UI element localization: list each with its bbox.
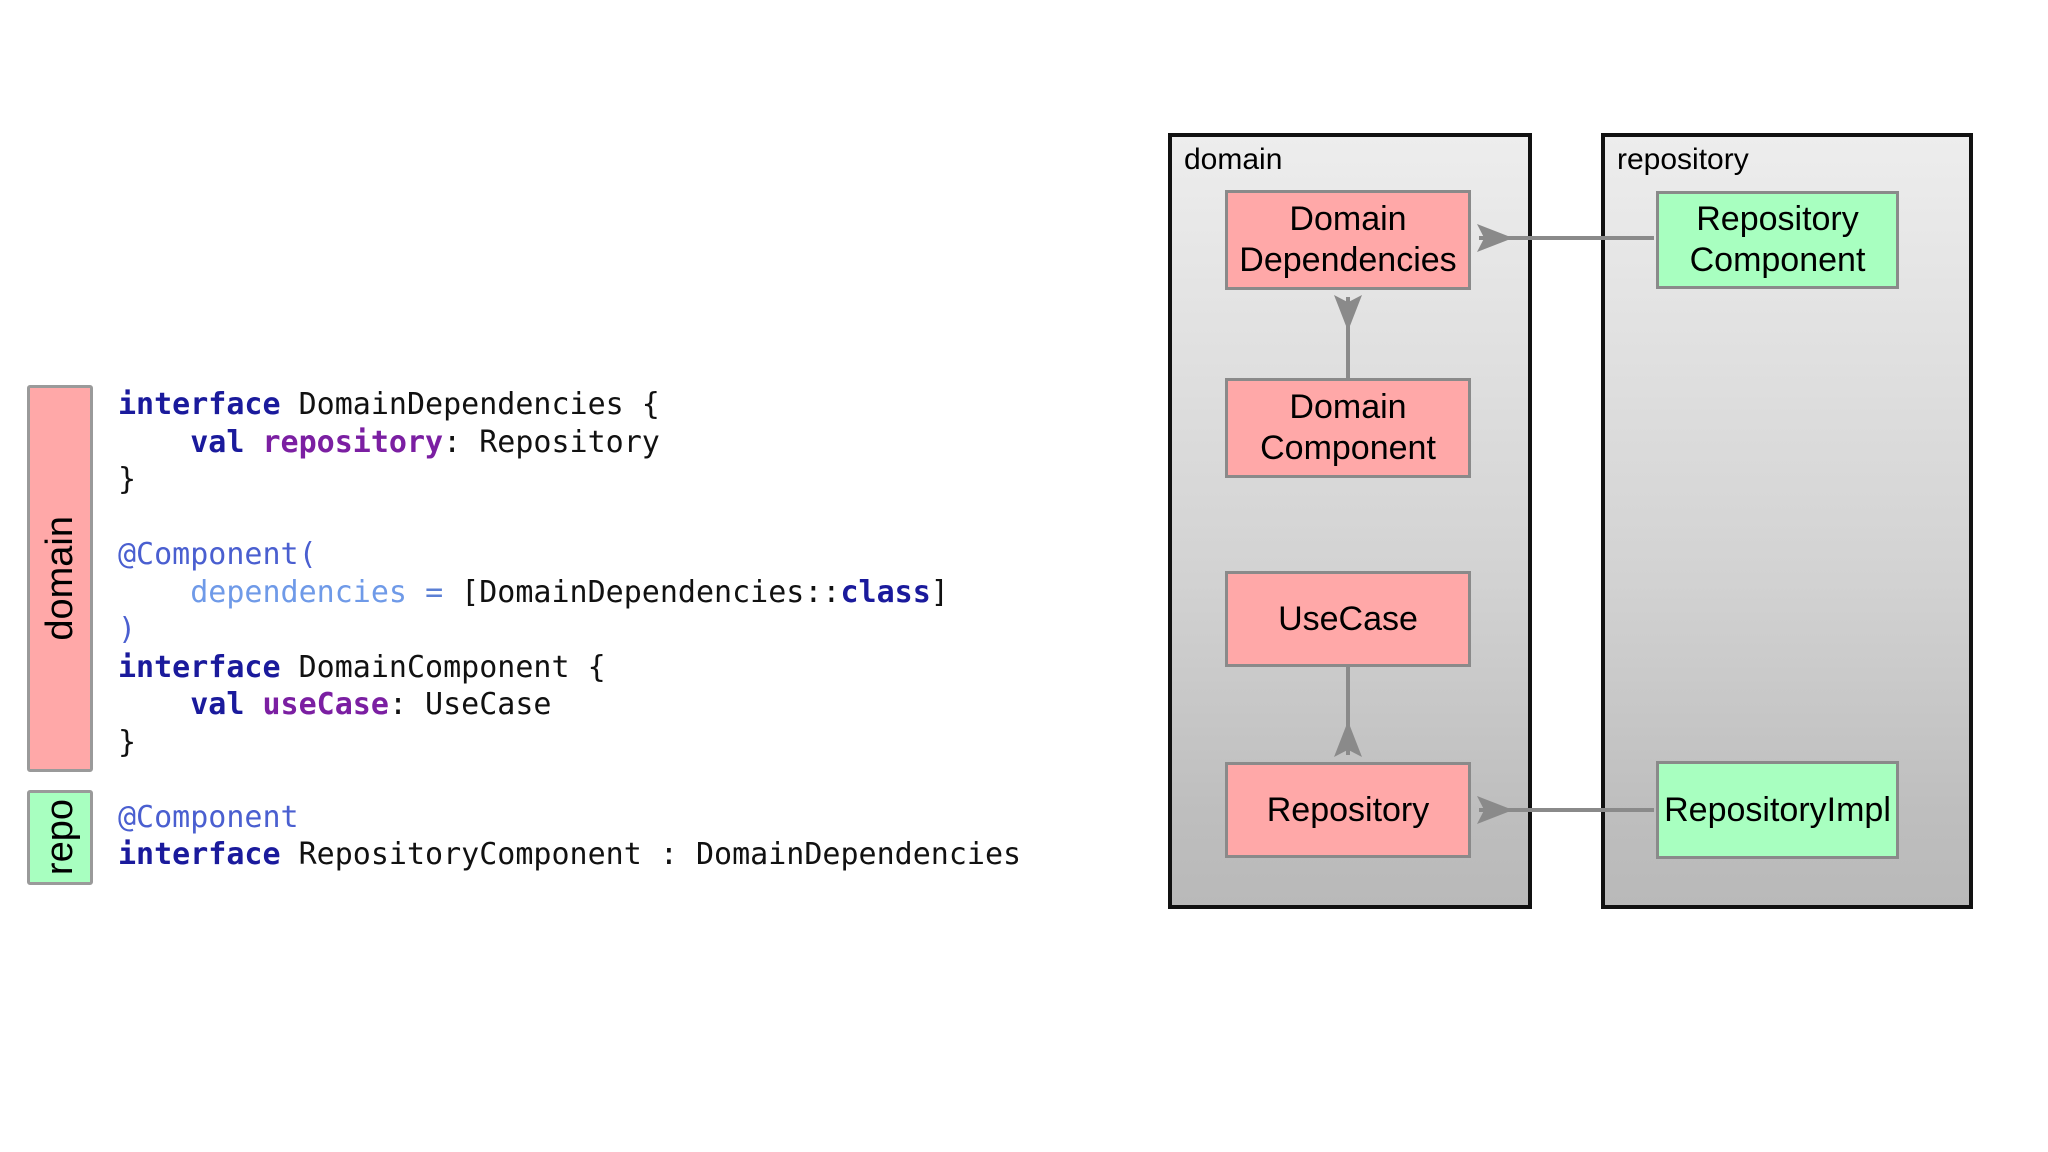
code-token: = <box>425 574 444 610</box>
code-token: interface <box>118 837 281 872</box>
code-token <box>244 425 262 460</box>
code-token <box>118 425 190 460</box>
code-line: interface DomainComponent { <box>118 649 1021 687</box>
node-repository-impl-label: RepositoryImpl <box>1664 790 1891 829</box>
code-line: } <box>118 724 1021 762</box>
node-usecase-label: UseCase <box>1278 599 1418 638</box>
code-token: ] <box>930 574 949 610</box>
code-token: } <box>118 724 137 760</box>
code-token: DomainComponent { <box>280 649 606 685</box>
code-token: class <box>840 574 931 610</box>
code-token: : Repository <box>443 424 660 460</box>
panel-domain-title: domain <box>1184 143 1283 176</box>
code-token: : UseCase <box>388 687 552 722</box>
code-token: ) <box>118 612 137 647</box>
code-line <box>118 499 1021 537</box>
code-line: val useCase: UseCase <box>118 686 1021 724</box>
code-token: } <box>118 462 137 497</box>
code-token: RepositoryComponent : DomainDependencies <box>280 837 1022 872</box>
code-line: dependencies = [DomainDependencies::clas… <box>118 574 1021 612</box>
code-token: interface <box>118 387 281 422</box>
node-repository[interactable]: Repository <box>1225 762 1471 858</box>
module-tab-domain[interactable]: domain <box>27 385 93 772</box>
code-line: interface DomainDependencies { <box>118 386 1021 424</box>
module-tab-repo-label: repo <box>38 799 81 876</box>
code-token <box>118 687 190 722</box>
code-token: @Component( <box>118 537 317 572</box>
code-token <box>407 575 425 610</box>
node-usecase[interactable]: UseCase <box>1225 571 1471 667</box>
node-repository-impl[interactable]: RepositoryImpl <box>1656 761 1899 859</box>
code-line: val repository: Repository <box>118 424 1021 462</box>
node-repository-label: Repository <box>1266 790 1430 829</box>
code-token: interface <box>118 649 281 685</box>
code-token: [DomainDependencies:: <box>443 574 841 610</box>
code-line: ) <box>118 611 1021 649</box>
code-token: repository <box>262 424 444 460</box>
code-token: DomainDependencies { <box>280 387 660 422</box>
module-tab-repo[interactable]: repo <box>27 790 93 885</box>
code-line: @Component( <box>118 536 1021 574</box>
code-token <box>244 687 262 722</box>
code-token: val <box>190 424 245 460</box>
code-token: val <box>190 687 245 722</box>
code-listing: interface DomainDependencies { val repos… <box>118 386 1021 874</box>
code-line <box>118 761 1021 799</box>
module-tab-domain-label: domain <box>38 516 81 641</box>
code-token: @Component <box>118 799 299 835</box>
panel-repository-title: repository <box>1617 143 1749 176</box>
code-line: } <box>118 461 1021 499</box>
code-token: useCase <box>262 687 389 722</box>
code-line: interface RepositoryComponent : DomainDe… <box>118 836 1021 874</box>
code-token <box>118 575 190 610</box>
code-line: @Component <box>118 799 1021 837</box>
code-token: dependencies <box>190 574 407 610</box>
